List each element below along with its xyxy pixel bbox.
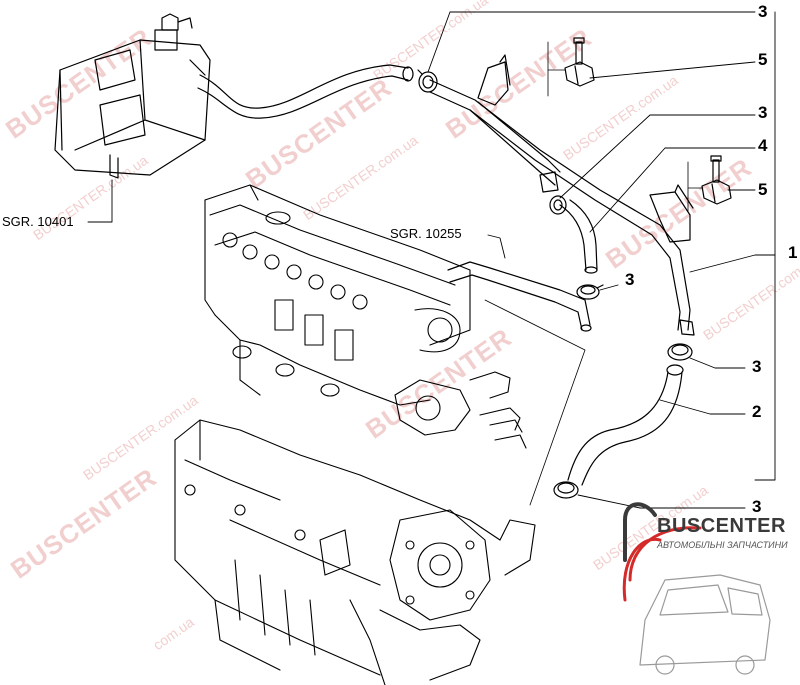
label-5-lower: 5 xyxy=(758,180,768,199)
label-2: 2 xyxy=(752,402,762,421)
label-1: 1 xyxy=(788,243,798,262)
engine-block xyxy=(174,184,536,685)
label-3-bottom: 3 xyxy=(752,497,762,516)
label-5-upper: 5 xyxy=(758,50,768,69)
metal-pipe xyxy=(429,54,695,336)
label-4: 4 xyxy=(758,136,768,155)
logo-tagline: АВТОМОБІЛЬНІ ЗАПЧАСТИНИ xyxy=(657,540,788,550)
ref-engine: SGR. 10255 xyxy=(390,226,462,241)
hose-4 xyxy=(549,195,598,274)
clamp-3-mid xyxy=(667,343,693,361)
label-3-mid: 3 xyxy=(752,357,762,376)
clamp-3-loose xyxy=(576,284,604,300)
label-3-loose: 3 xyxy=(625,270,635,289)
clamp-3-top xyxy=(417,69,438,93)
connector-5-lower xyxy=(701,155,732,205)
logo-graphic xyxy=(622,502,771,675)
label-3-top: 3 xyxy=(758,2,768,21)
clamp-3-bottom xyxy=(553,481,579,499)
hose-2 xyxy=(567,364,684,486)
connector-5-upper xyxy=(564,37,595,87)
logo-name: BUSCENTER xyxy=(657,515,786,537)
label-3-second: 3 xyxy=(758,103,768,122)
small-pipe xyxy=(447,261,592,332)
ref-expansion-tank: SGR. 10401 xyxy=(2,214,74,229)
upper-hose xyxy=(197,64,414,119)
leader-lines xyxy=(87,11,776,509)
leader-frame xyxy=(484,41,703,506)
expansion-tank xyxy=(54,13,211,179)
